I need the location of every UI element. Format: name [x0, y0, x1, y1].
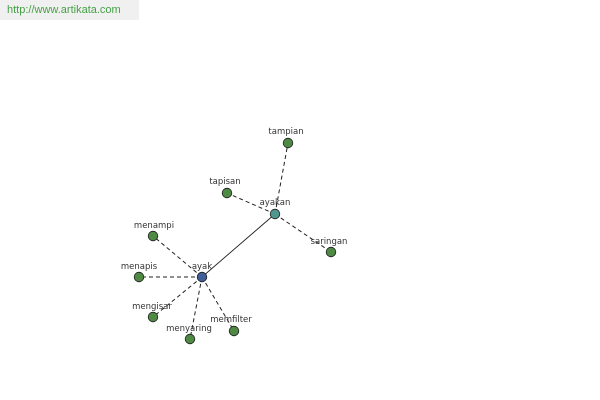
edge-ayak-menyaring — [189, 276, 203, 340]
node-memfilter[interactable] — [228, 325, 240, 337]
edge-ayakan-saringan — [274, 213, 332, 253]
edge-ayakan-tapisan — [226, 192, 276, 215]
node-menapis[interactable] — [133, 271, 145, 283]
node-label-saringan[interactable]: saringan — [311, 237, 348, 247]
node-label-ayak[interactable]: ayak — [192, 262, 212, 272]
node-menampi[interactable] — [147, 230, 159, 242]
site-url-link[interactable]: http://www.artikata.com — [0, 0, 139, 20]
node-label-menampi[interactable]: menampi — [134, 221, 174, 231]
node-label-memfilter[interactable]: memfilter — [210, 315, 252, 325]
node-menyaring[interactable] — [184, 333, 196, 345]
edge-ayak-mengisar — [152, 276, 203, 318]
labels-layer: ayak ayakan tampian tapisan saringan menampi m… — [121, 127, 348, 334]
node-tampian[interactable] — [282, 137, 294, 149]
nodes-layer — [133, 137, 337, 345]
edge-ayak-menampi — [152, 235, 203, 278]
edge-ayakan-tampian — [274, 142, 289, 215]
node-label-tampian[interactable]: tampian — [268, 127, 303, 137]
node-label-tapisan[interactable]: tapisan — [209, 177, 240, 187]
node-label-menyaring[interactable]: menyaring — [166, 324, 212, 334]
node-label-ayakan[interactable]: ayakan — [260, 198, 291, 208]
node-ayak[interactable] — [196, 271, 208, 283]
node-label-menapis[interactable]: menapis — [121, 262, 158, 272]
node-mengisar[interactable] — [147, 311, 159, 323]
node-label-mengisar[interactable]: mengisar — [132, 302, 172, 312]
node-tapisan[interactable] — [221, 187, 233, 199]
node-saringan[interactable] — [325, 246, 337, 258]
node-ayakan[interactable] — [269, 208, 281, 220]
edge-ayak-ayakan — [201, 213, 276, 278]
edge-ayak-memfilter — [201, 276, 235, 332]
edges-layer — [139, 142, 332, 340]
